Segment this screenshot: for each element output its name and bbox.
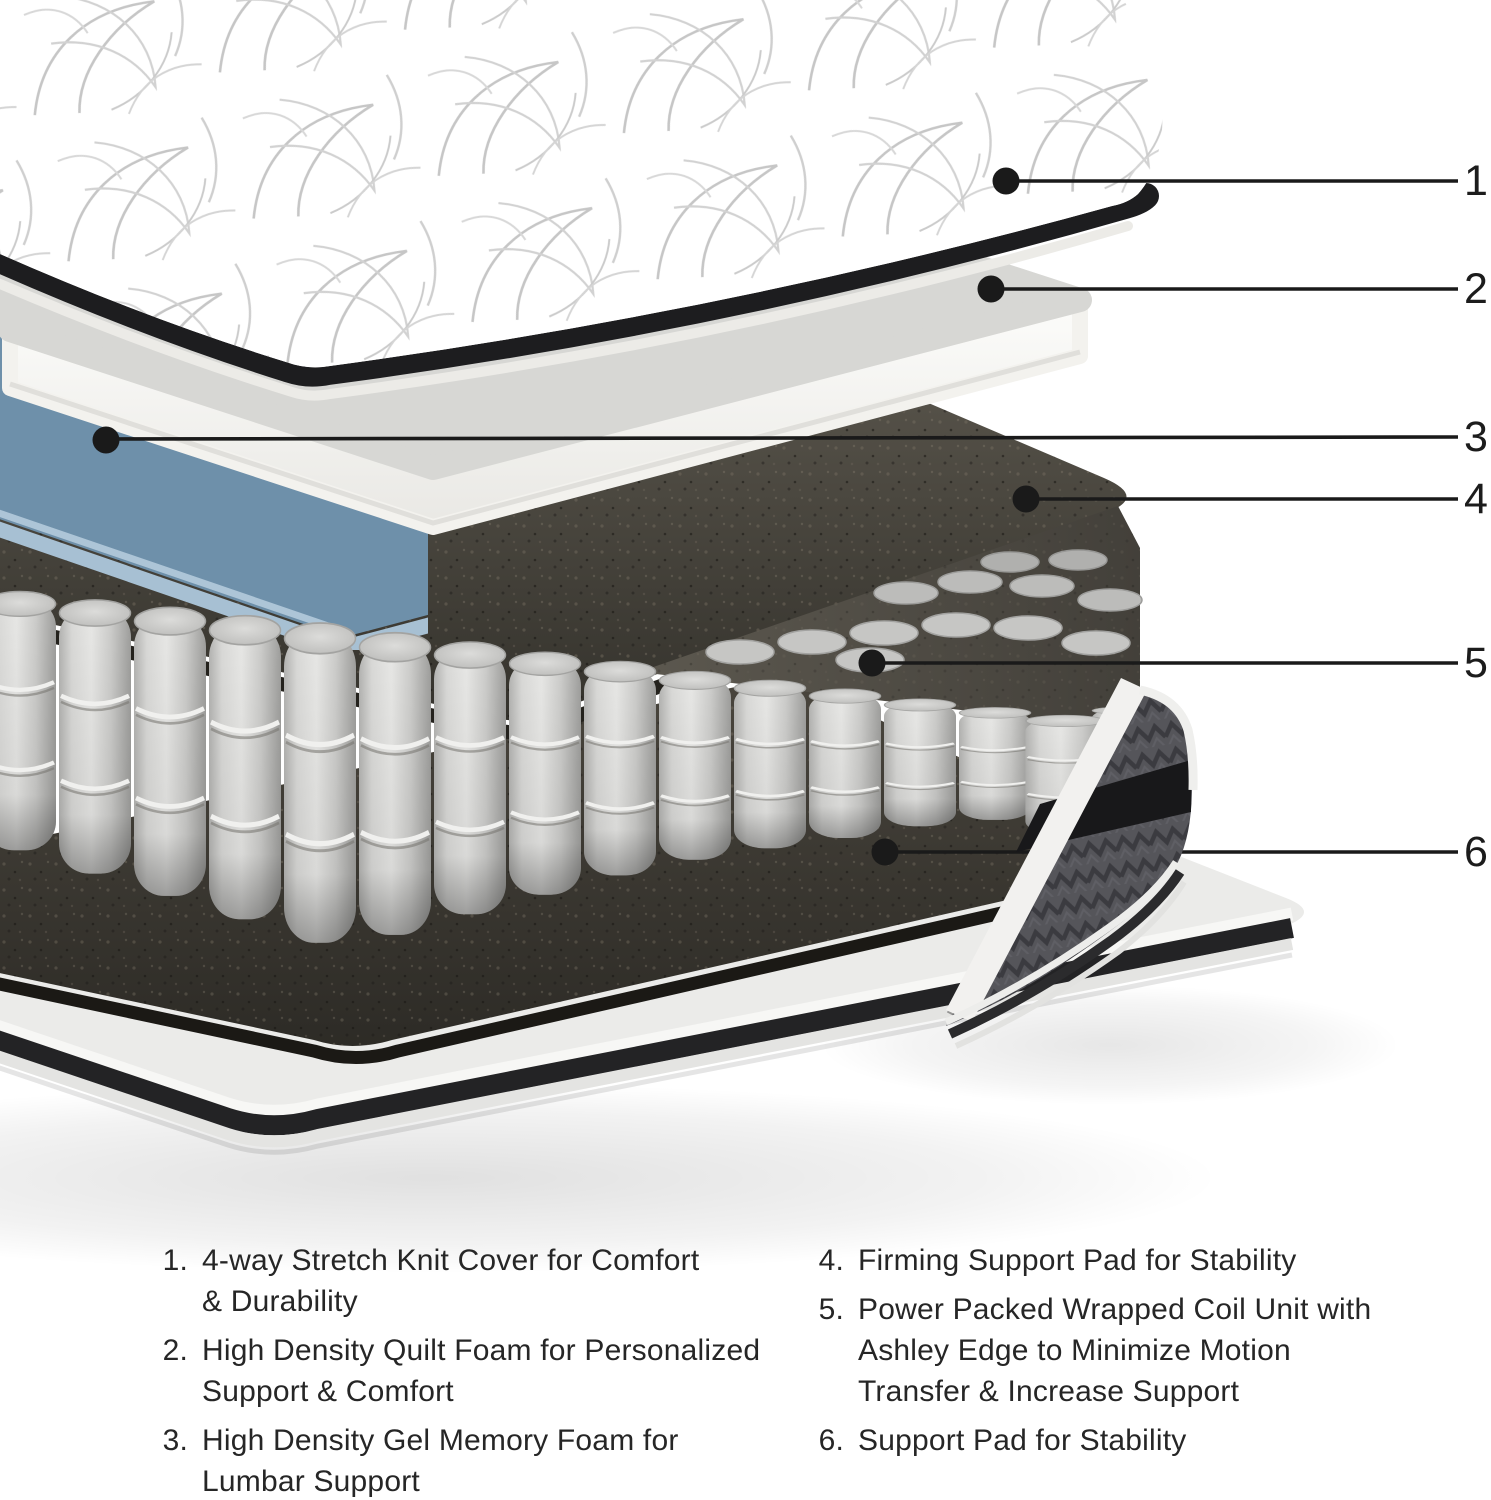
legend-item-number: 5. [818,1293,844,1326]
callout-lines [105,179,1459,665]
legend-item-text: 4-way Stretch Knit Cover for Comfort & D… [202,1244,700,1318]
layer-stretch-knit-cover [0,0,1163,401]
legend-item-text: Firming Support Pad for Stability [858,1244,1297,1277]
callout-dot [858,649,886,677]
legend-item-4: 4. Firming Support Pad for Stability [790,1240,1470,1281]
callout-dot [1012,485,1040,513]
callout-number-4: 4 [1464,475,1488,523]
legend-item-text: High Density Gel Memory Foam for Lumbar … [202,1424,679,1498]
legend-item-text: Power Packed Wrapped Coil Unit with Ashl… [858,1293,1372,1408]
legend-item-5: 5. Power Packed Wrapped Coil Unit with A… [790,1289,1470,1412]
callout-number-2: 2 [1464,265,1488,313]
legend-item-6: 6. Support Pad for Stability [790,1420,1470,1461]
legend-item-number: 1. [162,1244,188,1277]
layer-wrapped-coil-unit [0,506,1164,943]
callout-number-1: 1 [1464,157,1488,205]
legend-item-number: 4. [818,1244,844,1277]
legend-item-number: 2. [162,1334,188,1367]
callout-dot [992,167,1020,195]
mattress-corner-cutaway [944,678,1198,1049]
legend-left-column: 1. 4-way Stretch Knit Cover for Comfort … [134,1240,782,1500]
legend-item-1: 1. 4-way Stretch Knit Cover for Comfort … [134,1240,782,1322]
legend-item-3: 3. High Density Gel Memory Foam for Lumb… [134,1420,782,1500]
legend-item-number: 3. [162,1424,188,1457]
callout-dot [871,838,899,866]
callout-number-6: 6 [1464,828,1488,876]
legend-item-text: High Density Quilt Foam for Personalized… [202,1334,761,1408]
legend-item-number: 6. [818,1424,844,1457]
legend-item-text: Support Pad for Stability [858,1424,1187,1457]
legend-right-column: 4. Firming Support Pad for Stability 5. … [790,1240,1470,1469]
coil-tops-behind [705,549,1143,673]
legend-item-2: 2. High Density Quilt Foam for Personali… [134,1330,782,1412]
callout-number-5: 5 [1464,639,1488,687]
callout-dot [977,275,1005,303]
callout-dots [92,167,1040,677]
callout-number-3: 3 [1464,413,1488,461]
callout-dot [92,426,120,454]
